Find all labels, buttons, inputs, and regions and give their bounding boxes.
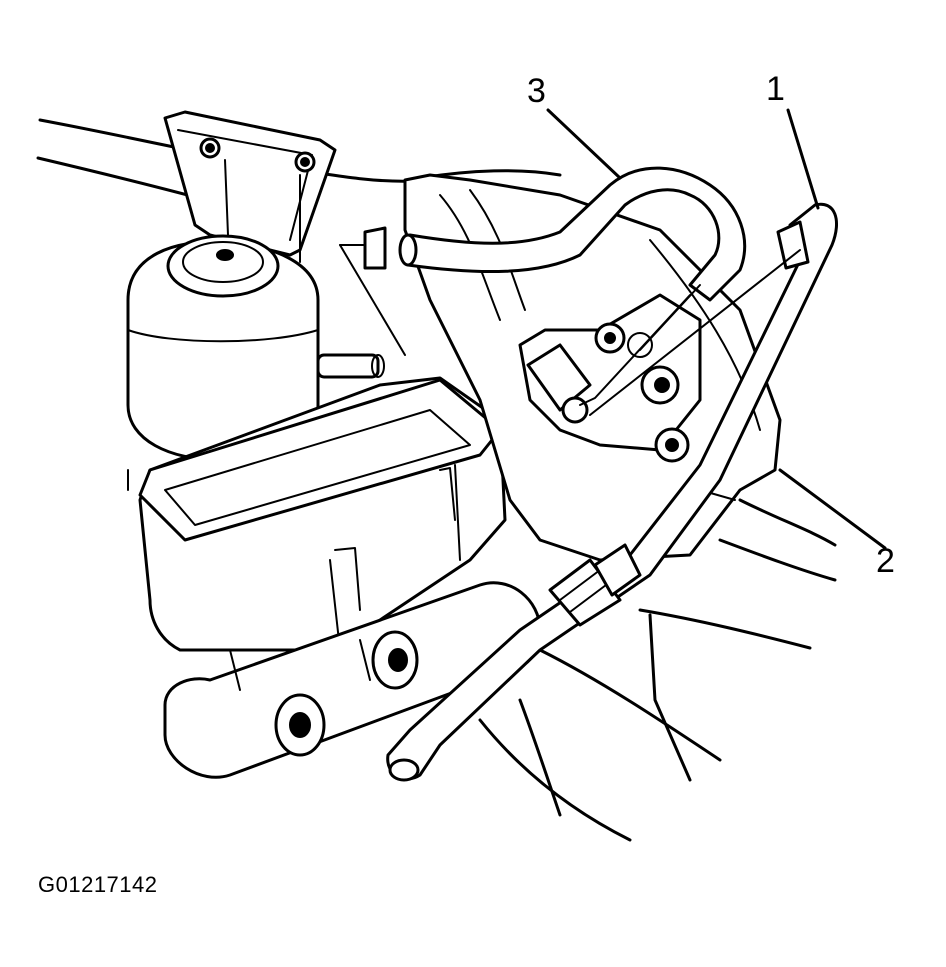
callout-number-2: 2: [876, 542, 895, 580]
pressure-hose-1: [386, 202, 838, 782]
hose-fittings: [548, 249, 801, 627]
figure-id-label: G01217142: [38, 872, 158, 897]
master-cylinder-bore: [163, 581, 542, 779]
return-hose-3: [339, 166, 747, 356]
callout-number-1: 1: [766, 70, 785, 108]
callout-leader-lines: [546, 108, 887, 550]
callout-number-3: 3: [527, 72, 546, 110]
fluid-reservoir: [126, 234, 320, 491]
reservoir-outlet-fitting: [316, 353, 385, 379]
reservoir-bracket: [163, 110, 337, 263]
master-cylinder: [138, 376, 507, 652]
